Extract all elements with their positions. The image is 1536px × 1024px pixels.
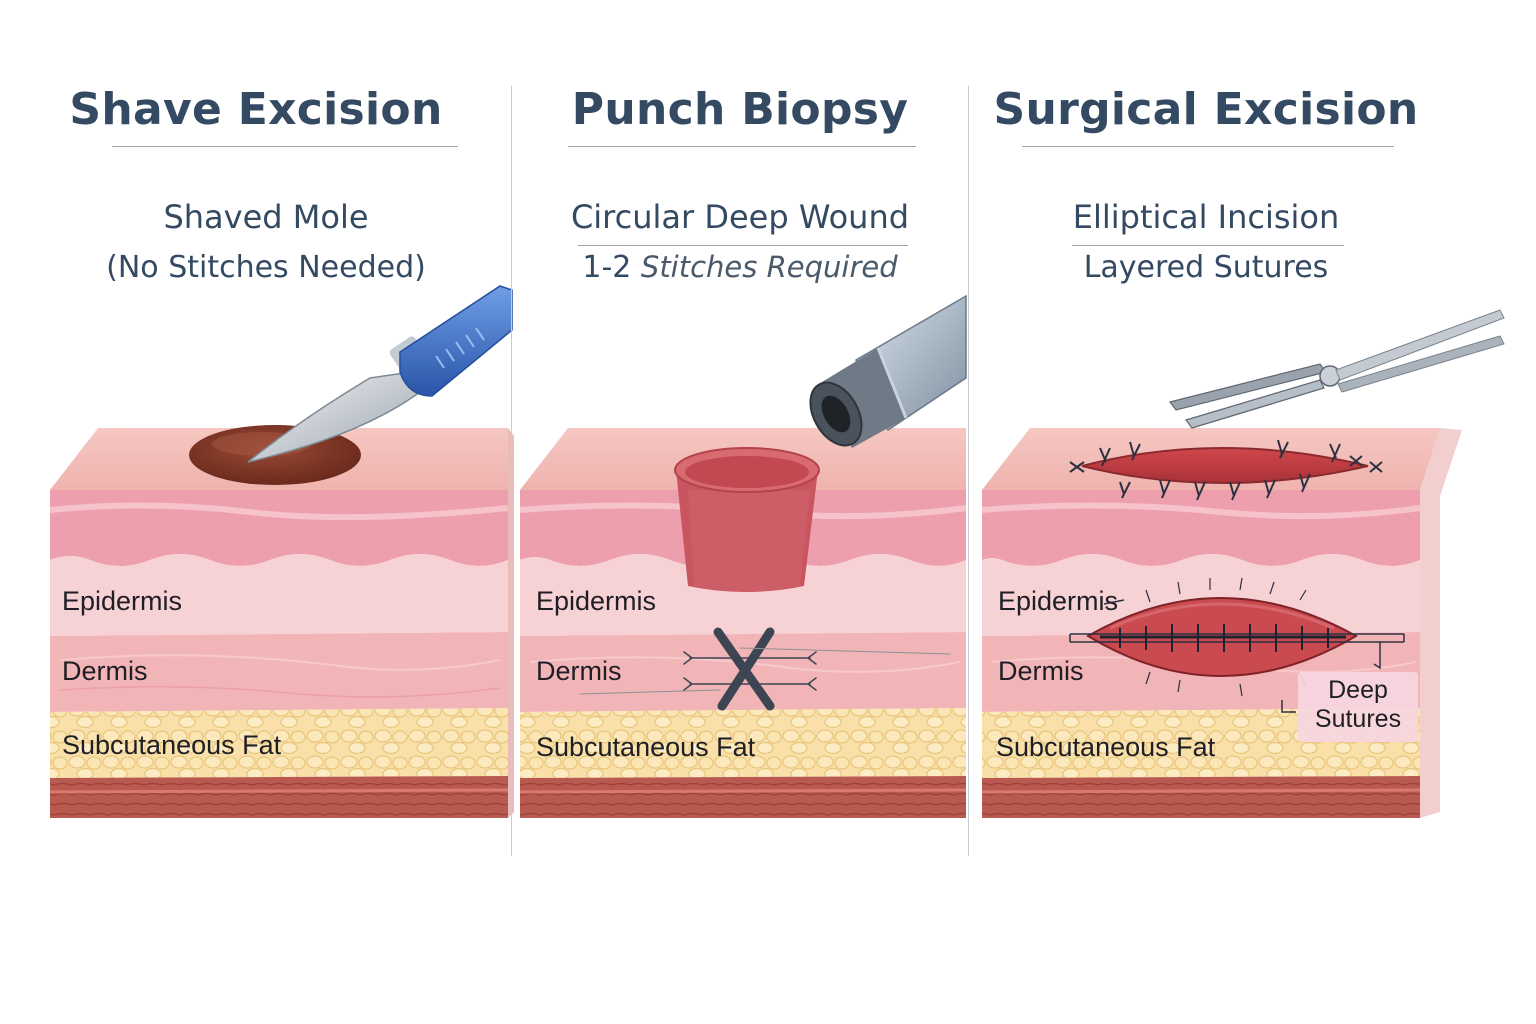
panel-note: 1-2 Stitches Required — [512, 250, 968, 285]
skin-block-punch — [519, 428, 967, 818]
label-dermis: Dermis — [998, 656, 1084, 686]
stitch-count: 1-2 — [582, 250, 632, 285]
panel-divider — [968, 86, 969, 856]
panel-punch-biopsy: Punch Biopsy Circular Deep Wound 1-2 Sti… — [512, 0, 968, 1024]
title-underline — [568, 146, 916, 147]
panel-title: Punch Biopsy — [571, 84, 909, 135]
panel-subtitle: Circular Deep Wound — [570, 198, 910, 236]
panel-title: Shave Excision — [69, 84, 443, 135]
deep-sutures-callout: Deep Sutures — [1298, 672, 1418, 742]
punch-tool-icon — [809, 294, 967, 448]
stitch-note: Stitches Required — [640, 250, 898, 284]
panel-title: Surgical Excision — [993, 84, 1419, 135]
punch-wound — [674, 447, 820, 592]
stitch-x-icon — [579, 627, 951, 711]
elliptical-incision — [1069, 439, 1383, 501]
label-subcutaneous-fat: Subcutaneous Fat — [62, 730, 282, 760]
title-underline — [112, 146, 458, 147]
skin-block-shave — [49, 428, 514, 818]
panel-shave-excision: Shave Excision Shaved Mole (No Stitches … — [0, 0, 512, 1024]
needle-holder-icon — [1168, 309, 1505, 429]
panel-subtitle: Elliptical Incision — [1072, 198, 1340, 236]
scalpel-icon — [247, 285, 513, 463]
subtitle-underline — [578, 245, 908, 246]
title-underline — [1022, 146, 1394, 147]
callout-text: Deep Sutures — [1314, 676, 1402, 733]
label-subcutaneous-fat: Subcutaneous Fat — [536, 732, 756, 762]
label-epidermis: Epidermis — [62, 586, 183, 616]
label-dermis: Dermis — [62, 656, 148, 686]
label-epidermis: Epidermis — [536, 586, 657, 616]
label-dermis: Dermis — [536, 656, 622, 686]
panel-surgical-excision: Surgical Excision Elliptical Incision La… — [968, 0, 1536, 1024]
panel-note: (No Stitches Needed) — [106, 250, 426, 285]
subtitle-underline — [1072, 245, 1344, 246]
panel-note: Layered Sutures — [1083, 250, 1329, 285]
label-subcutaneous-fat: Subcutaneous Fat — [996, 732, 1216, 762]
deep-wound — [1069, 577, 1405, 713]
panel-subtitle: Shaved Mole — [163, 198, 369, 236]
label-epidermis: Epidermis — [998, 586, 1119, 616]
panel-divider — [511, 86, 512, 856]
